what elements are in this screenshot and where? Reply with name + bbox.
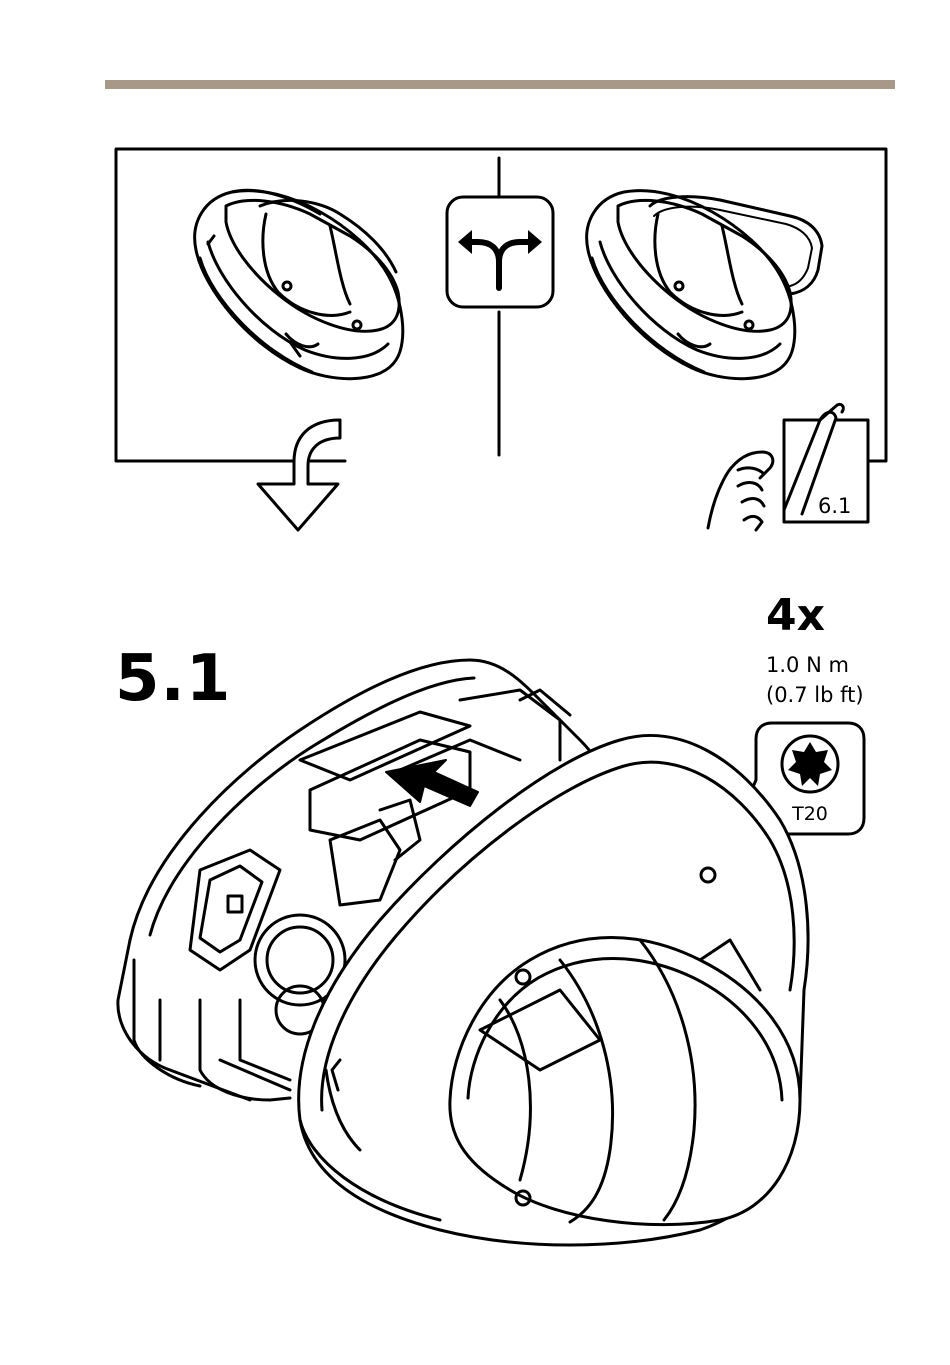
- push-arrow-icon: [386, 760, 478, 806]
- camera-without-shield: [195, 190, 403, 378]
- screw-quantity: 4x: [766, 590, 825, 641]
- step-number: 5.1: [115, 642, 231, 716]
- tool-label: T20: [760, 803, 860, 825]
- page-reference-label: 6.1: [818, 494, 851, 518]
- camera-with-shield: [587, 191, 822, 379]
- camera-assembly-illustration: [118, 660, 808, 1245]
- torque-imperial: (0.7 lb ft): [766, 680, 864, 710]
- down-arrow-icon: [258, 420, 340, 530]
- decision-fork-icon: [447, 197, 553, 307]
- torque-spec: 1.0 N m (0.7 lb ft): [766, 650, 864, 710]
- torque-metric: 1.0 N m: [766, 650, 864, 680]
